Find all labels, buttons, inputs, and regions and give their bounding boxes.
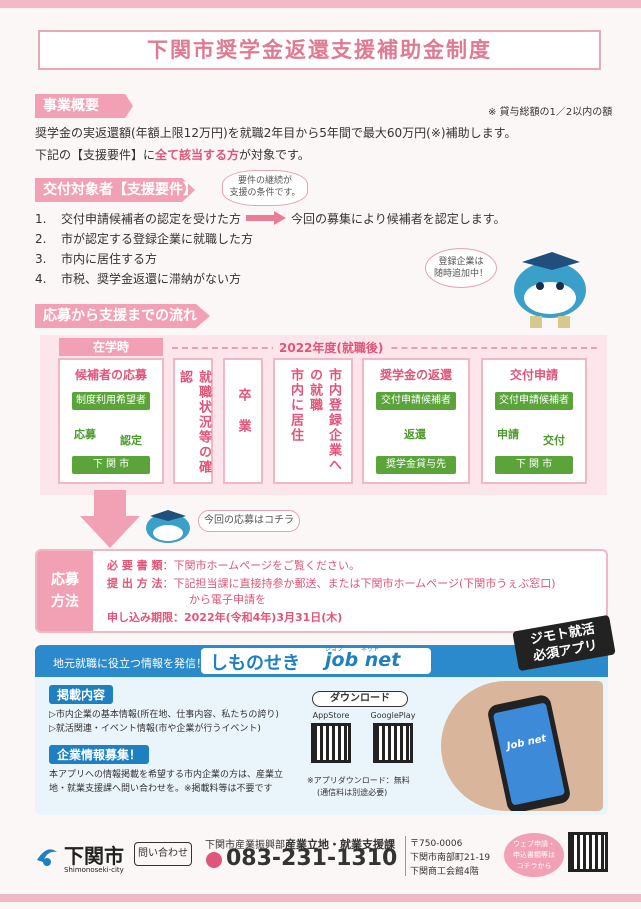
app-ruby-2: ネット — [361, 646, 380, 653]
candidate-note: 今回の募集により候補者を認定します。 — [291, 212, 506, 226]
deadline: 申し込み期限：2022年(令和4年)3月31日(木) — [107, 611, 343, 624]
contact-label: 問い合わせ — [134, 842, 192, 866]
requirement-bubble: 要件の継続が 支援の条件です。 — [222, 170, 308, 206]
web-apply-bubble: ウェブ申請・ 申込書類等は コチラから — [504, 833, 564, 877]
top-border — [0, 0, 641, 8]
overview-emphasis: 全て該当する方 — [155, 148, 240, 162]
googleplay-qr-code[interactable] — [373, 723, 413, 763]
city-logo-icon — [37, 849, 57, 866]
flow-employment-text: 市内登録企業への就職 — [307, 368, 341, 473]
certify-label: 認定 — [120, 434, 142, 447]
app-lead: 地元就職に役立つ情報を発信！ — [53, 657, 207, 670]
app-ruby-1: ジョブ — [325, 646, 344, 653]
candidate-box: 交付申請候補者 — [495, 392, 573, 410]
flow-col-title: 交付申請 — [509, 368, 558, 382]
app-name: しものせき — [210, 653, 300, 674]
app-name-plate — [201, 648, 431, 674]
phone-screen: Job net — [492, 702, 566, 806]
whale-mascot-icon — [514, 252, 586, 328]
recruit-label: 企業情報募集！ — [49, 745, 150, 764]
flow-col-graduation: 卒業 — [223, 358, 263, 484]
flow-residence-text: 市内に居住 — [288, 368, 303, 443]
footer-qr-code[interactable] — [568, 832, 608, 872]
appstore-qr-code[interactable] — [311, 723, 351, 763]
content-line-1: ▷市内企業の基本情報(所在地、仕事内容、私たちの誇り) — [49, 710, 279, 720]
googleplay-label: GooglePlay — [370, 711, 416, 720]
appstore-label: AppStore — [312, 711, 350, 720]
download-note-2: (通信料は別途必要) — [317, 788, 388, 797]
candidate-box: 交付申請候補者 — [376, 392, 456, 410]
down-arrow-icon — [80, 490, 140, 548]
small-whale-icon — [146, 510, 190, 543]
request-label: 申請 — [497, 428, 519, 441]
recruit-line-1: 本アプリへの情報掲載を希望する市内企業の方は、産業立 — [49, 770, 284, 780]
eligibility-list: 1.交付申請候補者の認定を受けた方 2.市が認定する登録企業に就職した方 3.市… — [35, 210, 335, 290]
mascot-bubble: 登録企業は 随時追加中！ — [425, 248, 497, 288]
apply-label: 応募 — [74, 428, 96, 441]
list-item: 2.市が認定する登録企業に就職した方 — [35, 232, 254, 246]
bottom-border — [0, 894, 641, 902]
content-line-2: ▷就活関連・イベント情報(市や企業が行うイベント) — [49, 724, 261, 734]
address-2: 下関商工会館4階 — [410, 867, 479, 877]
city-box: 下 関 市 — [495, 456, 573, 474]
address-1: 下関市南部町21-19 — [410, 853, 491, 863]
repay-label: 返還 — [404, 428, 426, 441]
flow-heading: 応募から支援までの流れ — [35, 304, 210, 328]
download-label: ダウンロード — [312, 691, 408, 707]
list-item: 4.市税、奨学金返還に滞納がない方 — [35, 272, 242, 286]
city-name-en: Shimonoseki-city — [64, 866, 124, 874]
applicant-box: 制度利用希望者 — [72, 392, 150, 410]
right-arrow-icon — [246, 211, 286, 225]
page-title: 下関市奨学金返還支援補助金制度 — [38, 30, 601, 70]
flow-col-apply: 候補者の応募 制度利用希望者 応募 認定 下 関 市 — [58, 358, 164, 484]
flow-col-repayment: 奨学金の返還 交付申請候補者 返還 奨学金貸与先 — [362, 358, 470, 484]
school-label: 在学時 — [59, 338, 163, 356]
list-item: 1.交付申請候補者の認定を受けた方 — [35, 212, 242, 226]
flow-col-title: 候補者の応募 — [74, 368, 147, 382]
phone-icon — [206, 852, 222, 868]
grant-label: 交付 — [543, 434, 565, 447]
overview-heading: 事業概要 — [35, 94, 133, 118]
phone-number[interactable]: 083-231-1310 — [226, 846, 398, 871]
download-note-1: ※アプリダウンロード：無料 — [307, 776, 410, 785]
docs-row: 必 要 書 類：下関市ホームページをご覧ください。 — [107, 559, 360, 572]
overview-line2: 下記の【支援要件】に全て該当する方が対象です。 — [35, 148, 310, 162]
eligibility-heading: 交付対象者【支援要件】 — [35, 178, 195, 202]
overview-line1: 奨学金の実返還額(年額上限12万円)を就職2年目から5年間で最大60万円(※)補… — [35, 126, 517, 140]
city-box: 下 関 市 — [72, 456, 150, 474]
footer-divider — [405, 836, 406, 876]
content-label: 掲載内容 — [49, 685, 114, 704]
apply-here-bubble: 今回の応募はコチラ — [198, 510, 300, 532]
recruit-line-2: 地・就業支援課へ問い合わせを。※掲載料等は不要です — [49, 784, 273, 794]
apply-method-label: 応募 方法 — [37, 551, 93, 631]
flow-col-employment-check: 就職状況等の確認 — [173, 358, 213, 484]
phone-icon: Job net — [486, 693, 572, 811]
overview-note: ※ 貸与総額の1／2以内の額 — [488, 107, 613, 118]
flow-col-residence-employment: 市内登録企業への就職 市内に居住 — [273, 358, 353, 484]
phone-photo: Job net — [441, 681, 603, 811]
list-item: 3.市内に居住する方 — [35, 252, 158, 266]
apply-method-box: 応募 方法 必 要 書 類：下関市ホームページをご覧ください。 提 出 方 法：… — [35, 549, 608, 633]
lender-box: 奨学金貸与先 — [376, 456, 456, 474]
app-name-en: job net — [325, 649, 401, 671]
app-promo-box: 地元就職に役立つ情報を発信！ しものせき job net ジョブ ネット 掲載内… — [35, 645, 608, 815]
zip-code: 〒750-0006 — [410, 839, 463, 849]
method-row-2: から電子申請を — [189, 593, 266, 606]
flow-col-grant: 交付申請 交付申請候補者 申請 交付 下 関 市 — [481, 358, 587, 484]
flow-col-title: 奨学金の返還 — [379, 368, 452, 382]
city-name: 下関市 — [64, 844, 124, 868]
year-label: 2022年度(就職後) — [273, 339, 390, 356]
method-row: 提 出 方 法：下記担当課に直接持参か郵送、または下関市ホームページ(下関市うぇ… — [107, 577, 556, 590]
department: 下関市産業振興部産業立地・就業支援課 — [205, 838, 395, 851]
